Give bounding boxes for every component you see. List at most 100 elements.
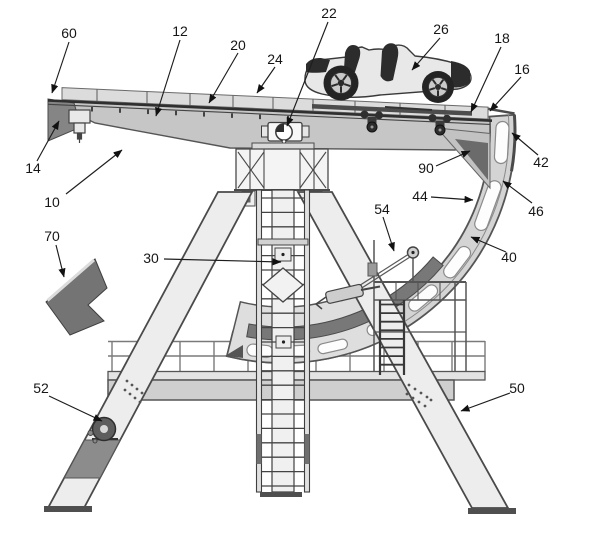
ref-label-10: 10 bbox=[44, 194, 60, 210]
counterweight-block bbox=[45, 258, 108, 336]
wheel-spoke bbox=[440, 87, 447, 91]
ref-label-70: 70 bbox=[44, 228, 60, 244]
bolt-dot bbox=[417, 400, 421, 404]
tower-junction-dot-2 bbox=[281, 340, 286, 344]
right-foot-plate bbox=[468, 508, 516, 514]
bogie-wheel bbox=[375, 111, 383, 120]
ref-label-12: 12 bbox=[172, 23, 188, 39]
track-rail bbox=[47, 99, 493, 122]
vehicle-seat-rear bbox=[380, 43, 399, 82]
bolt-dots-right bbox=[405, 383, 433, 408]
tower-dark-bar-left bbox=[256, 434, 262, 464]
ref-label-18: 18 bbox=[494, 30, 510, 46]
ref-label-26: 26 bbox=[433, 21, 449, 37]
bogie-wheel bbox=[443, 114, 451, 123]
pivot-shaft-keyway bbox=[275, 123, 284, 132]
access-ladder bbox=[378, 300, 406, 375]
bolt-dot bbox=[128, 392, 132, 396]
ref-label-44: 44 bbox=[412, 188, 428, 204]
leader-20 bbox=[208, 52, 239, 104]
ref-label-24: 24 bbox=[267, 51, 283, 67]
guide-wheel-hub bbox=[438, 128, 442, 132]
ref-label-16: 16 bbox=[514, 61, 530, 77]
left-foot-plate bbox=[44, 506, 92, 512]
wheel-spoke bbox=[343, 83, 351, 87]
leader-60 bbox=[51, 41, 70, 94]
ref-label-54: 54 bbox=[374, 201, 390, 217]
leader-10 bbox=[65, 149, 123, 195]
tower-rail-right bbox=[303, 189, 311, 493]
bolt-dots-left bbox=[123, 379, 144, 404]
rod-bracket bbox=[367, 262, 378, 277]
leader-90 bbox=[435, 150, 471, 167]
leader-54 bbox=[382, 216, 395, 252]
wheel-spoke bbox=[439, 79, 445, 85]
pivot-tab-right bbox=[301, 125, 310, 138]
track-rail-flange bbox=[47, 103, 491, 125]
counterweight-edge-highlight bbox=[46, 258, 95, 302]
wheel-spoke bbox=[331, 83, 339, 87]
left-leg bbox=[44, 191, 254, 512]
sensor-box-pin bbox=[76, 132, 83, 140]
bolt-dot bbox=[411, 396, 415, 400]
front-wheel-spokes bbox=[331, 74, 351, 93]
pivot-bearing bbox=[261, 121, 310, 144]
leader-42 bbox=[511, 132, 539, 156]
sensor-box-upper bbox=[68, 109, 91, 124]
winch-guide-roller bbox=[87, 430, 94, 436]
head-brace-2 bbox=[237, 151, 265, 189]
head-brace-4 bbox=[299, 151, 327, 189]
ref-label-20: 20 bbox=[230, 37, 246, 53]
winch-hub bbox=[100, 425, 108, 433]
bolt-dot bbox=[429, 398, 433, 402]
bolt-dot bbox=[133, 396, 137, 400]
bogie-wheel bbox=[360, 110, 369, 119]
ref-label-14: 14 bbox=[25, 160, 41, 176]
bolt-dot bbox=[140, 391, 144, 395]
bolt-dot bbox=[407, 383, 411, 387]
wheel-spoke bbox=[334, 74, 340, 81]
counterweight bbox=[45, 258, 108, 336]
winch bbox=[87, 416, 118, 444]
front-wheel bbox=[323, 65, 359, 101]
ref-label-22: 22 bbox=[321, 5, 337, 21]
leader-16 bbox=[489, 76, 522, 112]
platform-scaffold bbox=[314, 240, 467, 371]
tower-base-plate bbox=[260, 492, 302, 497]
leader-30 bbox=[163, 258, 282, 266]
leader-70 bbox=[55, 244, 66, 278]
vehicle-drawbar bbox=[384, 106, 433, 111]
leader-44 bbox=[430, 195, 474, 203]
leader-40 bbox=[470, 236, 507, 253]
ladder-rungs bbox=[380, 303, 404, 366]
rear-hub bbox=[435, 84, 441, 90]
tower-dark-bar-right bbox=[304, 434, 310, 464]
reference-labels: 60 12 20 24 22 26 18 16 42 14 10 90 44 4… bbox=[25, 5, 549, 396]
winch-guide-roller-2 bbox=[92, 438, 98, 444]
bolt-dot bbox=[413, 387, 417, 391]
bolt-dot bbox=[123, 388, 127, 392]
tower-rail-left bbox=[255, 189, 263, 493]
ref-label-30: 30 bbox=[143, 250, 159, 266]
sensor-box-lower bbox=[73, 122, 86, 134]
ref-label-46: 46 bbox=[528, 203, 544, 219]
rear-wheel-spokes bbox=[429, 79, 447, 96]
bogie-front bbox=[360, 110, 383, 133]
bogie-rear bbox=[428, 114, 451, 136]
bolt-dot bbox=[419, 391, 423, 395]
carriage-beak bbox=[225, 345, 243, 358]
arc-slot bbox=[317, 338, 349, 355]
leader-18 bbox=[470, 46, 502, 113]
arc-slot bbox=[474, 180, 502, 232]
leader-46 bbox=[502, 180, 533, 204]
ref-label-60: 60 bbox=[61, 25, 77, 41]
ref-label-90: 90 bbox=[418, 160, 434, 176]
arc-cap-edge bbox=[510, 114, 517, 172]
rear-wheel bbox=[422, 71, 454, 103]
ref-label-52: 52 bbox=[33, 380, 49, 396]
coaster-vehicle bbox=[304, 43, 472, 136]
tower-junction-dot-1 bbox=[281, 252, 285, 257]
bolt-dot bbox=[405, 392, 409, 396]
bolt-dot bbox=[423, 404, 427, 408]
